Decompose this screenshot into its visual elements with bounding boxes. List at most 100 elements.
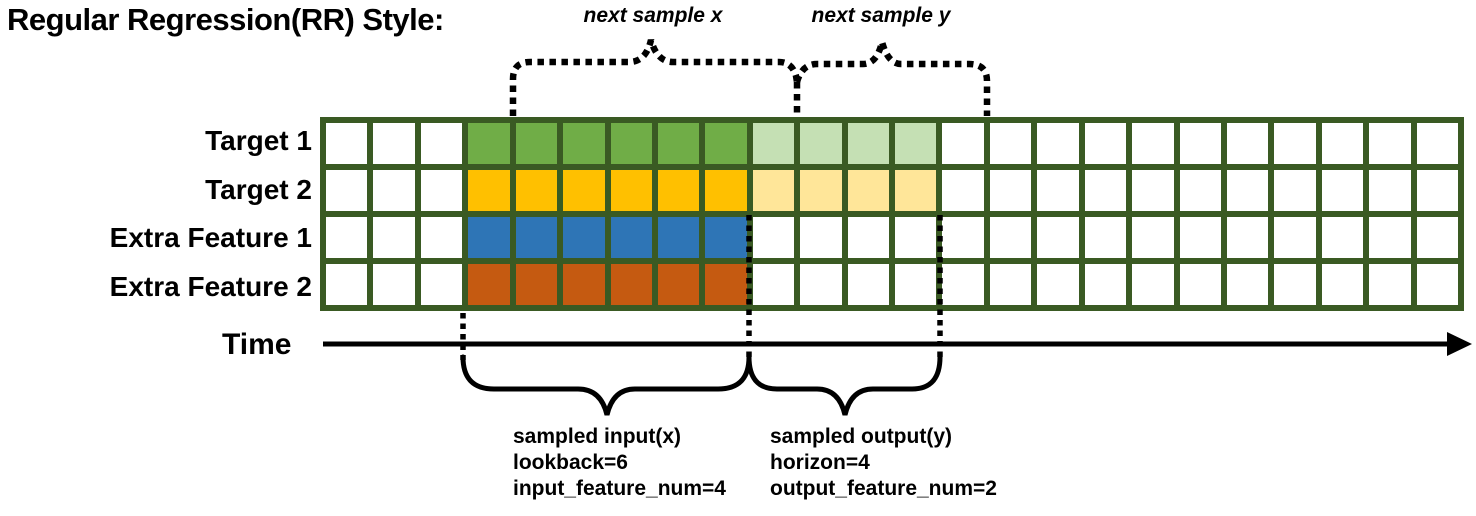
grid-cell (1413, 214, 1461, 261)
grid-cell (749, 214, 798, 261)
grid-cell (1223, 261, 1272, 308)
grid-cell (749, 120, 798, 167)
grid-cell (560, 214, 608, 261)
grid-cell (1271, 120, 1319, 167)
grid-cell (1176, 167, 1224, 214)
sampled-output-line-3: output_feature_num=2 (770, 477, 997, 500)
next-sample-x-brace (509, 39, 801, 116)
sampled-input-line-2: lookback=6 (513, 451, 628, 474)
grid-cell (1318, 120, 1367, 167)
sampled-input-note: sampled input(x) lookback=6 input_featur… (513, 424, 726, 502)
next-sample-x-label: next sample x (583, 4, 723, 27)
grid-cell (1223, 214, 1272, 261)
grid-cell (1176, 261, 1224, 308)
grid-cell (939, 120, 987, 167)
sampled-input-line-3: input_feature_num=4 (513, 477, 726, 500)
grid-cell (1034, 214, 1082, 261)
grid-cell (1129, 120, 1177, 167)
time-axis-arrowhead (1447, 332, 1472, 356)
grid-cell (417, 261, 466, 308)
grid-cell (1081, 214, 1130, 261)
grid-cell (512, 261, 561, 308)
grid-cell (1034, 120, 1082, 167)
grid-cell (370, 120, 418, 167)
grid-cell (1413, 120, 1461, 167)
grid-cell (797, 120, 845, 167)
grid-cell (465, 261, 513, 308)
grid-cell (892, 167, 940, 214)
grid-cell (607, 214, 655, 261)
grid-cell (1129, 214, 1177, 261)
grid-cell (749, 167, 798, 214)
grid-cell (323, 120, 371, 167)
grid-cell (1081, 120, 1130, 167)
grid-cell (892, 261, 940, 308)
grid-cell (844, 167, 892, 214)
grid-cell (1129, 261, 1177, 308)
grid-cell (1129, 167, 1177, 214)
grid-cell (323, 261, 371, 308)
sampled-output-brace (746, 354, 943, 416)
grid-cell (607, 120, 655, 167)
grid-cell (607, 167, 655, 214)
grid-cell (1034, 261, 1082, 308)
sampled-output-note: sampled output(y) horizon=4 output_featu… (770, 424, 997, 502)
grid-cell (512, 120, 561, 167)
grid-cell (417, 120, 466, 167)
sampling-grid (320, 117, 1464, 311)
sampled-output-line-1: sampled output(y) (770, 425, 952, 448)
grid-cell (797, 214, 845, 261)
grid-cell (1271, 167, 1319, 214)
grid-cell (702, 167, 750, 214)
grid-cell (844, 214, 892, 261)
grid-cell (1223, 120, 1272, 167)
grid-cell (560, 167, 608, 214)
grid-cell (1413, 261, 1461, 308)
time-axis-label: Time (222, 328, 292, 361)
grid-cell (370, 214, 418, 261)
grid-cell (1176, 120, 1224, 167)
grid-cell (1413, 167, 1461, 214)
row-label-target-1: Target 1 (205, 125, 312, 157)
grid-cell (986, 120, 1035, 167)
grid-cell (560, 261, 608, 308)
next-sample-y-brace (793, 41, 991, 116)
grid-cell (1176, 214, 1224, 261)
grid-cell (939, 261, 987, 308)
grid-cell (465, 120, 513, 167)
grid-cell (986, 167, 1035, 214)
grid-cell (939, 214, 987, 261)
grid-cell (844, 261, 892, 308)
grid-cell (1318, 214, 1367, 261)
grid-cell (512, 214, 561, 261)
diagram-title: Regular Regression(RR) Style: (7, 2, 444, 37)
grid-cell (1366, 120, 1414, 167)
grid-cell (1366, 167, 1414, 214)
grid-cell (654, 167, 703, 214)
grid-cell (370, 167, 418, 214)
grid-cell (560, 120, 608, 167)
grid-cell (702, 120, 750, 167)
grid-cell (654, 120, 703, 167)
grid-cell (1223, 167, 1272, 214)
grid-cell (417, 214, 466, 261)
grid-cell (512, 167, 561, 214)
grid-cell (797, 261, 845, 308)
grid-cell (465, 167, 513, 214)
grid-cell (1318, 261, 1367, 308)
grid-cell (939, 167, 987, 214)
grid-cell (1318, 167, 1367, 214)
grid-cell (749, 261, 798, 308)
grid-cell (892, 214, 940, 261)
grid-cell (465, 214, 513, 261)
grid-cell (1034, 167, 1082, 214)
grid-cell (844, 120, 892, 167)
row-label-extra-feature-1: Extra Feature 1 (109, 222, 312, 254)
grid-cell (654, 261, 703, 308)
grid-cell (986, 261, 1035, 308)
grid-cell (323, 214, 371, 261)
sampled-input-brace (460, 354, 752, 416)
sampled-output-line-2: horizon=4 (770, 451, 870, 474)
row-label-extra-feature-2: Extra Feature 2 (109, 270, 312, 302)
